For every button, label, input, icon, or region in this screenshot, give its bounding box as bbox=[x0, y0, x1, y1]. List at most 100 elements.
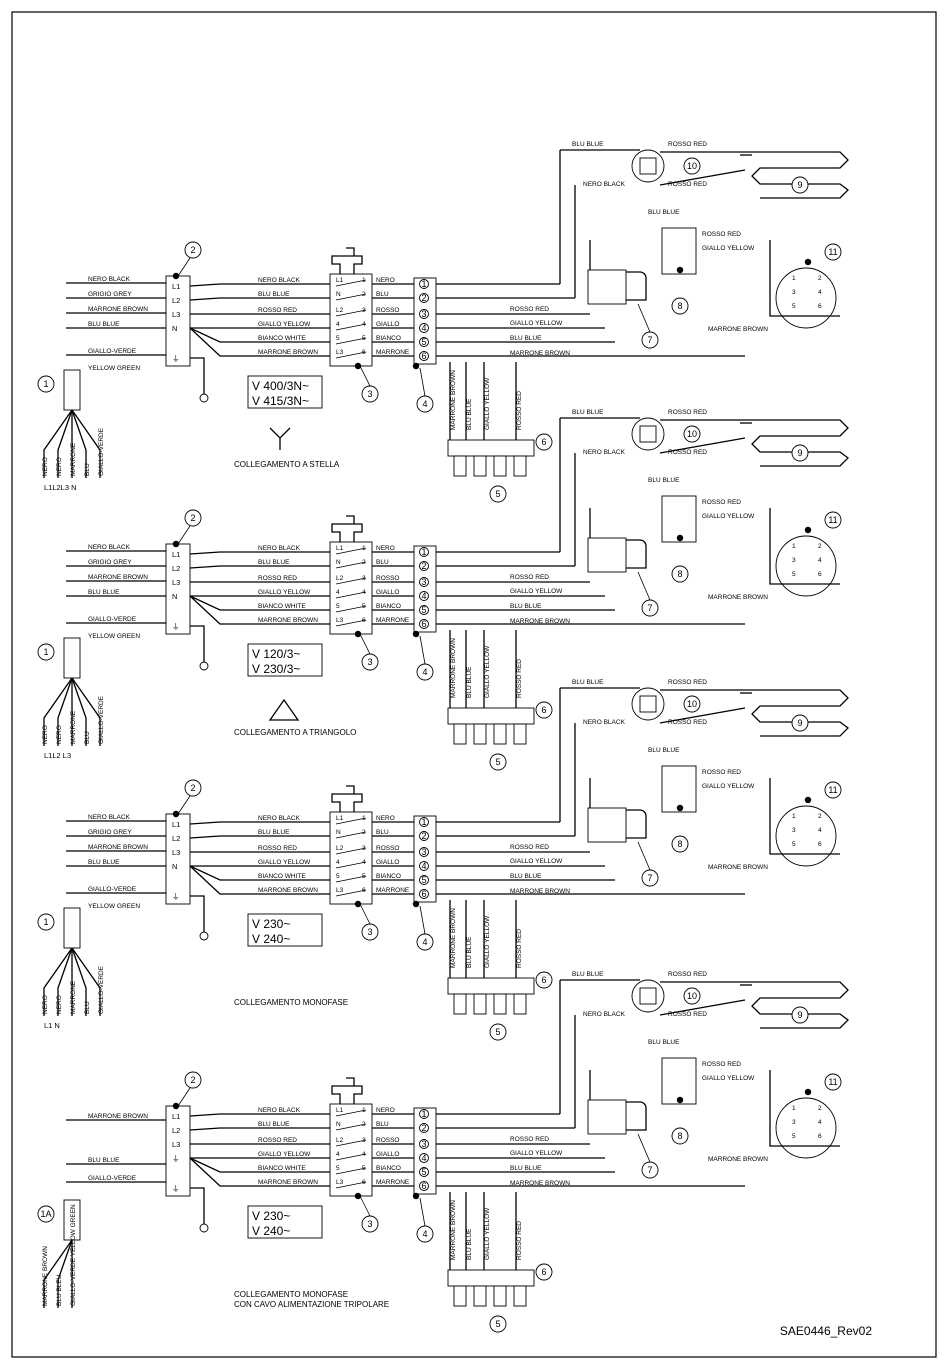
switch-knob bbox=[331, 785, 363, 812]
switch-contact bbox=[335, 351, 367, 359]
connector-pin-4 bbox=[419, 1153, 429, 1163]
motor-pin-1: 1 bbox=[792, 813, 796, 820]
component-3: 3 bbox=[367, 1219, 372, 1229]
voltage-box bbox=[247, 643, 323, 677]
input-label-4: GIALLO-VERDE bbox=[88, 616, 137, 623]
junction-dot bbox=[172, 540, 180, 548]
connector-pin-6 bbox=[419, 1181, 429, 1191]
switch-out-label-6: MARRONE bbox=[376, 349, 410, 356]
terminal-l3-2: L3 bbox=[172, 310, 180, 319]
motor-pin-2: 2 bbox=[818, 275, 822, 282]
voltage-line-2: V 415/3N~ bbox=[252, 394, 309, 408]
label-blu-blue: BLU BLUE bbox=[572, 679, 604, 686]
switch-out-label-4: GIALLO bbox=[376, 589, 399, 596]
connection-caption-0: COLLEGAMENTO A STELLA bbox=[234, 460, 340, 469]
terminal-l1-0: L1 bbox=[172, 1112, 180, 1121]
cable-lead-label-3: BLU bbox=[84, 463, 91, 476]
junction-dot bbox=[412, 1192, 420, 1200]
component-9: 9 bbox=[797, 180, 802, 190]
cable-lead-label-0: NERO bbox=[42, 457, 49, 476]
switch-label-2: N bbox=[336, 291, 341, 298]
feed-label-3: ROSSO RED bbox=[258, 1137, 297, 1144]
terminal-l1-0: L1 bbox=[172, 282, 180, 291]
switch-contact bbox=[335, 1181, 367, 1189]
feed-label-6: MARRONE BROWN bbox=[258, 887, 318, 894]
switch-out-label-6: MARRONE bbox=[376, 887, 410, 894]
terminal-n-3: N bbox=[172, 862, 177, 871]
feed-label-6: MARRONE BROWN bbox=[258, 617, 318, 624]
phase-labels: L1L2L3 N bbox=[44, 483, 77, 492]
feed-label-5: BIANCO WHITE bbox=[258, 1165, 306, 1172]
switch-contact bbox=[335, 605, 367, 613]
feed-label-4: GIALLO YELLOW bbox=[258, 589, 311, 596]
leader-3 bbox=[359, 365, 371, 387]
component-9: 9 bbox=[797, 718, 802, 728]
cable-lead-4 bbox=[71, 677, 101, 746]
wire-rosso-2 bbox=[659, 169, 746, 186]
label-nero-black: NERO BLACK bbox=[583, 449, 626, 456]
resistor-3 bbox=[513, 455, 527, 477]
component-9-circle bbox=[791, 714, 809, 732]
feed-label-2: BLU BLUE bbox=[258, 829, 290, 836]
component-9-circle bbox=[791, 1006, 809, 1024]
feed-label-2: BLU BLUE bbox=[258, 559, 290, 566]
main-switch-body bbox=[329, 1103, 373, 1197]
component-2-circle bbox=[184, 779, 202, 797]
component-10-circle bbox=[683, 695, 701, 713]
resistor-0 bbox=[453, 1285, 467, 1307]
terminal-block bbox=[165, 813, 191, 905]
resistor-block bbox=[447, 977, 535, 995]
switch-out-label-4: GIALLO bbox=[376, 321, 399, 328]
junction-dot bbox=[804, 526, 812, 534]
feed-label-3: ROSSO RED bbox=[258, 845, 297, 852]
motor-pin-1: 1 bbox=[792, 543, 796, 550]
component-4: 4 bbox=[422, 399, 427, 409]
connector-pin-5 bbox=[419, 337, 429, 347]
switch-contact bbox=[335, 1153, 367, 1161]
resistor-0 bbox=[453, 993, 467, 1015]
label-marrone-brown: MARRONE BROWN bbox=[708, 326, 768, 333]
switch-out-label-2: BLU bbox=[376, 291, 389, 298]
junction-dot bbox=[354, 630, 362, 638]
switch-label-6: L3 bbox=[336, 617, 344, 624]
wire-rosso-2 bbox=[659, 999, 746, 1016]
resistor-block bbox=[447, 439, 535, 457]
switch-label-6: L3 bbox=[336, 887, 344, 894]
resistor-block bbox=[447, 707, 535, 725]
switch-label-3: L2 bbox=[336, 1137, 344, 1144]
switch-contact bbox=[335, 875, 367, 883]
switch-label-6: L3 bbox=[336, 349, 344, 356]
switch-label-2: N bbox=[336, 1121, 341, 1128]
feed-wire-6 bbox=[189, 595, 330, 625]
label-blu-blue-2: BLU BLUE bbox=[648, 209, 680, 216]
motor-pin-3: 3 bbox=[792, 827, 796, 834]
leader-3 bbox=[359, 1195, 371, 1217]
switch-label-2: N bbox=[336, 829, 341, 836]
drawing-reference: SAE0446_Rev02 bbox=[780, 1324, 872, 1338]
switch-out-label-3: ROSSO bbox=[376, 307, 399, 314]
wire-motor bbox=[769, 508, 840, 585]
cable-lead-label-4: GIALLO-VERDE bbox=[98, 427, 105, 476]
switch-contact bbox=[335, 337, 367, 345]
thermostat-8-body bbox=[661, 227, 697, 275]
cable-lead-label-1: NERO bbox=[56, 995, 63, 1014]
switch-label-6: L3 bbox=[336, 1179, 344, 1186]
voltage-box bbox=[247, 375, 323, 409]
cable-lead-label-0: NERO bbox=[42, 725, 49, 744]
label-rosso-red-3: ROSSO RED bbox=[702, 231, 741, 238]
label-bus-giallo: GIALLO YELLOW bbox=[510, 1150, 563, 1157]
label-rosso-red: ROSSO RED bbox=[668, 141, 707, 148]
limiter-body bbox=[587, 269, 627, 305]
feed-label-5: BIANCO WHITE bbox=[258, 335, 306, 342]
resistor-1 bbox=[473, 993, 487, 1015]
label-bus-rosso: ROSSO RED bbox=[510, 1136, 549, 1143]
connector-pin-1 bbox=[419, 817, 429, 827]
cable-lead-1 bbox=[57, 677, 73, 746]
connector-number-1: 1 bbox=[421, 817, 426, 827]
component-5: 5 bbox=[495, 1027, 500, 1037]
thermostat-core bbox=[639, 695, 657, 713]
switch-label-3: L2 bbox=[336, 307, 344, 314]
resistor-0 bbox=[453, 455, 467, 477]
component-6: 6 bbox=[541, 705, 546, 715]
